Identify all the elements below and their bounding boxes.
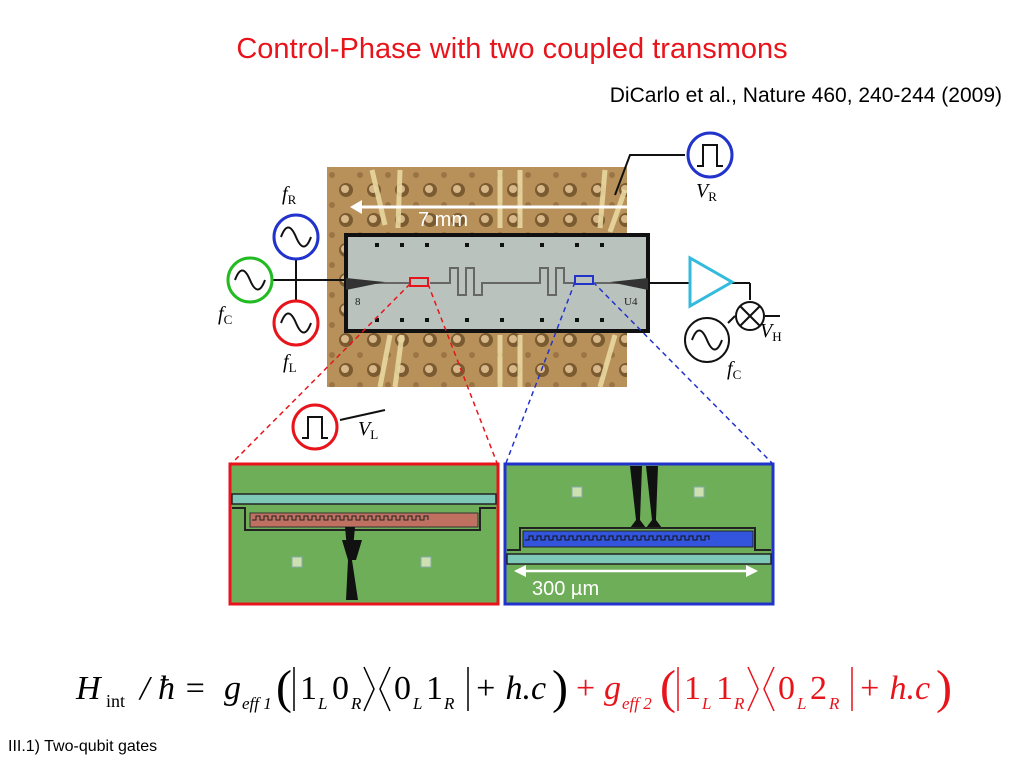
mixer [735, 301, 765, 331]
eq-hc2: + h.c [858, 670, 930, 707]
svg-text:): ) [552, 661, 568, 714]
svg-text:VH: VH [760, 320, 782, 344]
zoom-panel-left [228, 462, 500, 606]
generator-fC [226, 256, 274, 304]
eq-ket4: 1 [716, 670, 733, 707]
zoom-panel-right: 300 µm [503, 462, 775, 606]
label-VR-sub: R [708, 189, 717, 204]
svg-text:(: ( [660, 661, 676, 714]
hamiltonian-equation: H int / ħ = g eff 1 ( 1 L 0 R 0 L 1 R + … [75, 661, 952, 714]
eq-bra1: 0 [394, 670, 411, 707]
eq-ket2-sub: R [350, 694, 362, 713]
pulse-source-VL [291, 403, 339, 451]
eq-bra2: 1 [426, 670, 443, 707]
eq-g2: g [604, 670, 621, 707]
device-figure: 8 U4 7 mm fR fC fL VL [218, 131, 782, 606]
eq-bra2-sub: R [443, 694, 455, 713]
svg-text:VL: VL [358, 418, 378, 442]
pcb-traces [369, 169, 628, 388]
zoom-lines [231, 281, 773, 464]
eq-bra4: 2 [810, 670, 827, 707]
eq-g1: g [224, 670, 241, 707]
eq-bra4-sub: R [828, 694, 840, 713]
scale-label-top: 7 mm [418, 209, 468, 231]
qubit-right-marker [574, 275, 594, 285]
label-fR: f [282, 183, 290, 205]
eq-ket1: 1 [300, 670, 317, 707]
eq-ket4-sub: R [733, 694, 745, 713]
eq-bra3-sub: L [796, 694, 806, 713]
signal-wiring-left [272, 258, 386, 421]
label-VL-sub: L [370, 427, 378, 442]
section-footer: III.1) Two-qubit gates [8, 738, 158, 755]
eq-ket3-sub: L [701, 694, 711, 713]
pulse-source-VR [686, 131, 734, 179]
label-VH: V [760, 320, 775, 342]
slide-title: Control-Phase with two coupled transmons [236, 33, 788, 65]
qubit-left-marker [409, 277, 429, 287]
eq-int: int [106, 691, 125, 711]
label-VL: V [358, 418, 373, 440]
eq-hc1: + h.c [474, 670, 546, 707]
eq-ket1-sub: L [317, 694, 327, 713]
amplifier [688, 255, 736, 309]
generator-fC-readout [684, 317, 730, 363]
eq-bra3: 0 [778, 670, 795, 707]
eq-slash-hbar: / ħ = [138, 670, 206, 707]
eq-plus: + [576, 670, 595, 707]
chip-mark-right: U4 [624, 296, 638, 308]
feedline-right [610, 278, 648, 290]
citation: DiCarlo et al., Nature 460, 240-244 (200… [609, 84, 1002, 107]
svg-text:VR: VR [696, 180, 717, 204]
svg-text:fC: fC [218, 303, 232, 327]
label-fC-readout: f [727, 358, 735, 380]
label-VR: V [696, 180, 711, 202]
label-fR-sub: R [288, 192, 297, 207]
signal-wiring-right [614, 154, 780, 324]
chip-mark-left: 8 [355, 296, 361, 308]
svg-text:fL: fL [283, 351, 297, 375]
generator-fR [272, 213, 320, 261]
eq-H: H [75, 670, 103, 707]
eq-eff1: eff 1 [242, 694, 272, 713]
eq-eff2: eff 2 [622, 694, 652, 713]
feedline-left [346, 278, 385, 290]
eq-ket3: 1 [684, 670, 701, 707]
svg-text:(: ( [276, 661, 292, 714]
svg-text:): ) [936, 661, 952, 714]
label-fC-readout-sub: C [733, 367, 742, 382]
label-fL: f [283, 351, 291, 373]
scale-label-bottom: 300 µm [532, 578, 599, 600]
label-fL-sub: L [289, 360, 297, 375]
svg-text:fR: fR [282, 183, 297, 207]
svg-text:fC: fC [727, 358, 741, 382]
label-VH-sub: H [772, 329, 781, 344]
generator-fL [272, 299, 320, 347]
eq-ket2: 0 [332, 670, 349, 707]
label-fC: f [218, 303, 226, 325]
chip-pads [375, 243, 604, 322]
scale-bar-top [350, 200, 640, 214]
label-fC-sub: C [224, 312, 233, 327]
eq-bra1-sub: L [412, 694, 422, 713]
